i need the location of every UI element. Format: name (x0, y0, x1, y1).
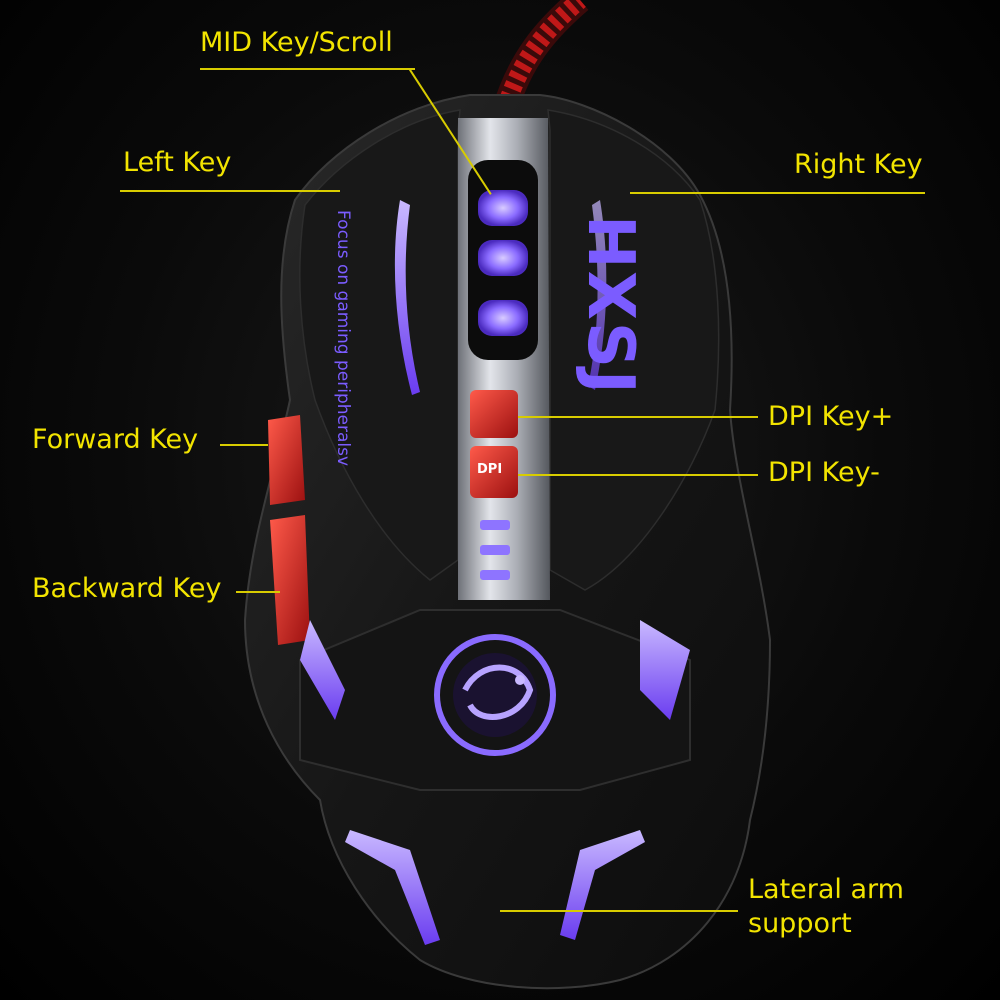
mid-key-label: MID Key/Scroll (200, 27, 393, 58)
dpi-minus-button (470, 446, 518, 498)
scroll-wheel (468, 160, 538, 360)
right-key-label: Right Key (794, 149, 923, 180)
mid-key-leader (200, 68, 415, 70)
left-key-panel (299, 109, 461, 581)
right-key-leader (630, 192, 925, 194)
dpi-minus-label: DPI Key- (768, 457, 880, 488)
left-key-label: Left Key (123, 147, 232, 178)
dpi-indicator-leds (480, 520, 510, 580)
dpi-plus-button (470, 390, 518, 438)
dpi-plus-label: DPI Key+ (768, 401, 894, 432)
forward-key-leader (220, 444, 268, 446)
left-key-leader (120, 190, 340, 192)
forward-side-button (268, 415, 305, 505)
lateral-arm-label-line2: support (748, 908, 852, 939)
dpi-minus-badge: DPI (477, 462, 503, 477)
forward-key-label: Forward Key (32, 424, 199, 455)
braided-cable (492, 0, 589, 114)
dpi-plus-leader (518, 416, 758, 418)
lateral-arm-label-line1: Lateral arm (748, 874, 904, 905)
lateral-arm-support-left (345, 830, 440, 945)
backward-side-button (270, 515, 310, 645)
lateral-arm-support-right (560, 830, 645, 940)
right-key-panel (547, 109, 720, 591)
left-led-strip (394, 200, 420, 395)
side-slogan: Focus on gaming peripheralsv (333, 210, 353, 467)
backward-key-label: Backward Key (32, 573, 222, 604)
right-palm-led (640, 620, 690, 720)
dpi-minus-leader (518, 474, 758, 476)
backward-key-leader (236, 591, 280, 593)
lateral-arm-leader (500, 910, 738, 912)
brand-logo: HXSJ (573, 215, 647, 396)
dragon-logo (434, 634, 556, 756)
right-led-strip (588, 200, 607, 390)
left-palm-led (300, 620, 345, 720)
